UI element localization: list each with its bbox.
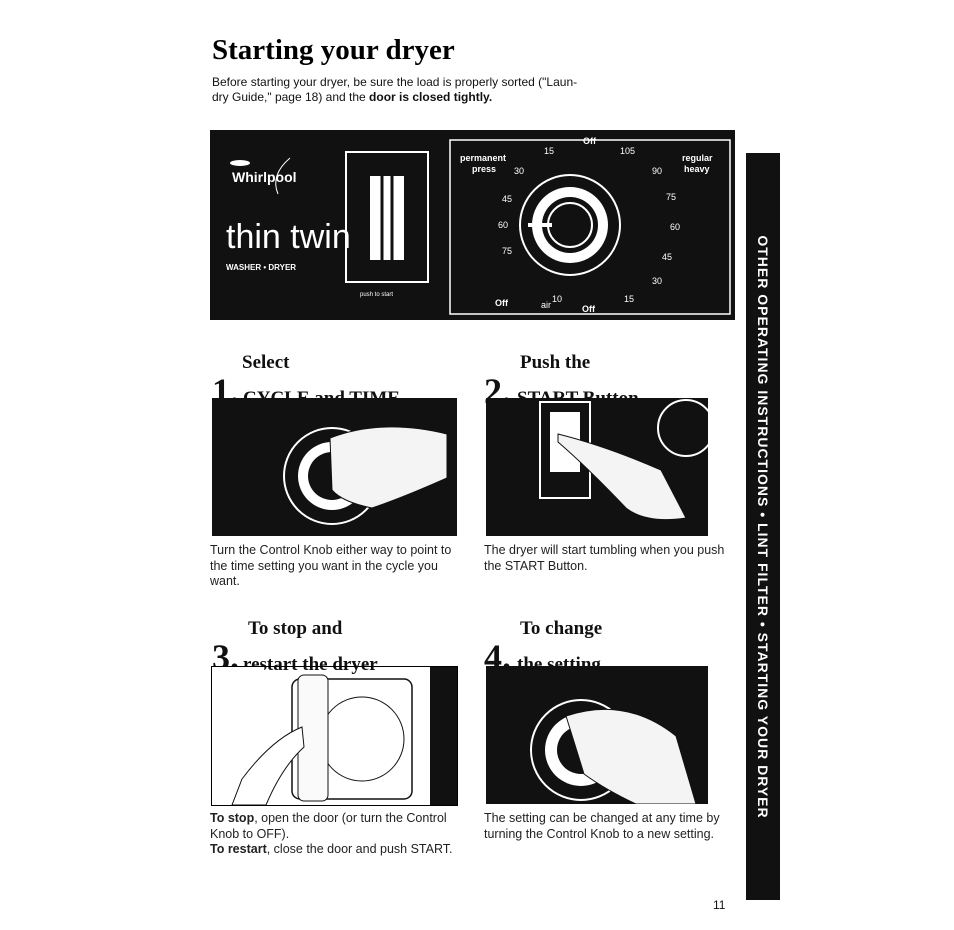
air-label: air xyxy=(541,300,551,310)
knob-pointer-icon xyxy=(528,223,552,227)
page-title: Starting your dryer xyxy=(212,34,455,66)
step-1-illustration xyxy=(212,398,457,536)
to-stop-label: To stop xyxy=(210,811,255,825)
tick-60-right: 60 xyxy=(670,222,680,232)
hand-turning-knob-icon xyxy=(329,426,448,509)
tick-10: 10 xyxy=(552,294,562,304)
tick-45: 45 xyxy=(502,194,512,204)
tick-60: 60 xyxy=(498,220,508,230)
step-4-body: The setting can be changed at any time b… xyxy=(484,811,720,841)
tick-105: 105 xyxy=(620,146,635,156)
step-3-title-line-1: To stop and xyxy=(248,618,343,639)
control-knob-icon xyxy=(542,197,598,253)
panel-subtitle: WASHER • DRYER xyxy=(226,263,296,272)
hand-changing-setting-icon xyxy=(565,708,697,804)
page-number: 11 xyxy=(713,898,726,912)
step-2-body: The dryer will start tumbling when you p… xyxy=(484,543,725,573)
off-top-label: Off xyxy=(583,136,597,146)
to-restart-text: , close the door and push START. xyxy=(266,842,453,856)
start-button-frame xyxy=(345,151,429,283)
finger-pushing-button-icon xyxy=(557,433,687,521)
step-4-title-line-1: To change xyxy=(520,618,603,639)
intro-paragraph: Before starting your dryer, be sure the … xyxy=(212,75,732,105)
tick-15-right: 15 xyxy=(624,294,634,304)
logo-flourish-icon xyxy=(275,157,291,195)
step-3-title-line-2: restart the dryer xyxy=(243,654,378,675)
permanent-press-label-1: permanent xyxy=(460,153,506,163)
side-tab-label: OTHER OPERATING INSTRUCTIONS • LINT FILT… xyxy=(755,234,771,819)
step-1-body: Turn the Control Knob either way to poin… xyxy=(210,543,452,588)
brand-logo: Whirlpool xyxy=(232,169,297,185)
push-to-start-label: push to start xyxy=(360,292,393,298)
dial-ring xyxy=(519,174,621,276)
hand-opening-door-icon xyxy=(231,726,305,806)
intro-emphasis: door is closed tightly. xyxy=(369,90,493,104)
tick-30-right: 30 xyxy=(652,276,662,286)
tick-75-right: 75 xyxy=(666,192,676,202)
tick-15: 15 xyxy=(544,146,554,156)
intro-line-2: dry Guide," page 18) and the xyxy=(212,90,370,104)
to-stop-text: , open the door (or turn the Control Kno… xyxy=(210,811,447,841)
step-4-illustration xyxy=(486,666,708,804)
dryer-control-panel-illustration: Whirlpool thin twin WASHER • DRYER push … xyxy=(210,130,735,320)
start-button-icon xyxy=(370,176,404,260)
intro-line-1: Before starting your dryer, be sure the … xyxy=(212,75,578,89)
tick-30: 30 xyxy=(514,166,524,176)
regular-heavy-label-2: heavy xyxy=(684,164,710,174)
control-panel-drawing: Whirlpool thin twin WASHER • DRYER push … xyxy=(226,136,731,315)
step-3-body: To stop, open the door (or turn the Cont… xyxy=(210,811,460,858)
dial-frame xyxy=(449,139,731,315)
tick-90: 90 xyxy=(652,166,662,176)
off-left-label: Off xyxy=(495,298,509,308)
permanent-press-label-2: press xyxy=(472,164,496,174)
off-bottom-label: Off xyxy=(582,304,596,314)
model-logo: thin twin xyxy=(226,218,351,256)
step-2-title-line-1: Push the xyxy=(520,352,591,373)
to-restart-label: To restart xyxy=(210,842,267,856)
step-1-title-line-1: Select xyxy=(242,352,290,373)
tick-45-right: 45 xyxy=(662,252,672,262)
step-2-illustration xyxy=(486,398,708,536)
tick-75: 75 xyxy=(502,246,512,256)
regular-heavy-label-1: regular xyxy=(682,153,713,163)
section-side-tab: OTHER OPERATING INSTRUCTIONS • LINT FILT… xyxy=(746,153,780,900)
step-3-illustration xyxy=(211,666,458,806)
brand-swoosh-icon xyxy=(230,160,250,166)
